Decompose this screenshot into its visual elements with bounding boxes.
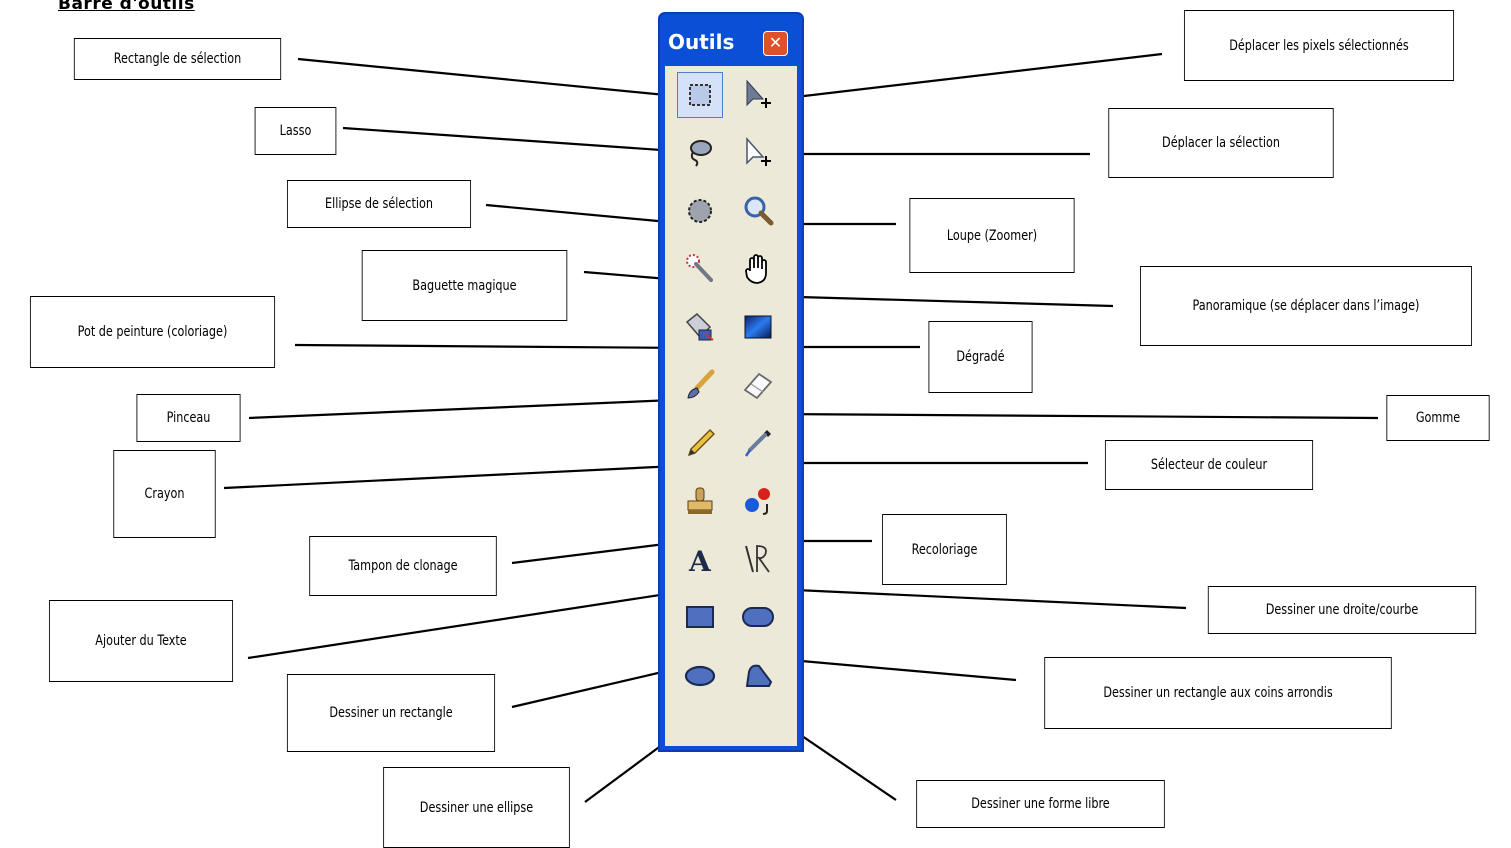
label-draw-ellipse: Dessiner une ellipse [383,767,570,848]
tool-ellipse-shape[interactable] [677,652,723,698]
toolbox-title: Outils [668,30,735,54]
move-selection-icon [746,137,771,166]
tool-text[interactable]: A [677,536,723,582]
label-paint-bucket: Pot de peinture (coloriage) [29,296,276,368]
line-curve-icon [745,545,770,573]
tool-rectangle-select[interactable] [677,72,723,118]
label-lasso: Lasso [254,107,337,155]
label-zoom: Loupe (Zoomer) [909,198,1075,273]
label-rect-select: Rectangle de sélection [73,38,282,80]
label-line-curve: Dessiner une droite/courbe [1207,586,1477,634]
arrow-brush [248,389,699,420]
tool-line-curve[interactable] [735,536,781,582]
label-move-pixels: Déplacer les pixels sélectionnés [1183,10,1455,81]
tool-move-pixels[interactable] [735,72,781,118]
label-gradient: Dégradé [928,321,1033,393]
tool-lasso[interactable] [677,130,723,176]
tool-eraser[interactable] [735,362,781,408]
label-move-selection: Déplacer la sélection [1108,108,1334,178]
arrow-lasso [342,126,692,161]
zoom-icon [744,196,774,226]
close-button[interactable]: ✕ [763,31,788,56]
gradient-icon [744,315,772,339]
label-recolor: Recoloriage [882,514,1007,585]
label-freeform: Dessiner une forme libre [916,780,1165,828]
label-eraser: Gomme [1386,395,1490,441]
tool-rounded-rectangle[interactable] [735,594,781,640]
move-pixels-icon [746,79,771,108]
tool-magic-wand[interactable] [677,246,723,292]
color-picker-icon [744,430,771,457]
lasso-icon [690,140,712,167]
arrow-move-pixels [768,52,1163,108]
rectangle-shape-icon [686,606,714,628]
tool-move-selection[interactable] [735,130,781,176]
arrow-pan [762,286,1114,308]
ellipse-select-icon [688,199,712,223]
label-draw-rect: Dessiner un rectangle [286,674,496,752]
tool-zoom[interactable] [735,188,781,234]
label-brush: Pinceau [136,394,241,442]
arrow-eraser [772,404,1379,425]
paintbrush-icon [687,369,715,399]
arrow-rect-select [297,57,688,106]
clone-stamp-icon [687,487,713,514]
arrow-paint-bucket [294,337,696,358]
tool-gradient[interactable] [735,304,781,350]
arrow-text [247,583,688,660]
toolbox-body: A [665,66,797,746]
label-clone-stamp: Tampon de clonage [309,536,497,596]
toolbox-window: Outils ✕ [658,12,804,752]
label-rounded-rect: Dessiner un rectangle aux coins arrondis [1044,657,1392,729]
tool-rectangle-shape[interactable] [677,594,723,640]
rectangle-select-icon [689,84,711,106]
tool-paintbrush[interactable] [677,362,723,408]
paint-bucket-icon [685,312,714,341]
label-pan: Panoramique (se déplacer dans l’image) [1140,266,1472,346]
pan-hand-icon [745,254,767,284]
tool-pan[interactable] [735,246,781,292]
label-color-picker: Sélecteur de couleur [1104,440,1314,490]
tool-pencil[interactable] [677,420,723,466]
text-icon: A [688,545,712,576]
arrow-line-curve [772,579,1187,610]
rounded-rectangle-icon [742,607,774,627]
pencil-icon [687,429,715,457]
label-pencil: Crayon [113,450,216,538]
freeform-shape-icon [745,664,773,687]
svg-text:A: A [688,545,712,576]
ellipse-shape-icon [684,665,716,687]
label-text: Ajouter du Texte [48,600,234,682]
label-magic-wand: Baguette magique [361,250,568,321]
recolor-icon [745,488,770,515]
tool-recolor[interactable] [735,478,781,524]
tool-color-picker[interactable] [735,420,781,466]
eraser-icon [743,372,773,400]
tool-paint-bucket[interactable] [677,304,723,350]
magic-wand-icon [686,254,713,282]
tool-freeform-shape[interactable] [735,652,781,698]
tool-clone-stamp[interactable] [677,478,723,524]
arrow-rounded-rect [777,650,1017,682]
page-title: Barre d'outils [58,0,195,14]
label-ellipse-select: Ellipse de sélection [286,180,472,228]
tool-ellipse-select[interactable] [677,188,723,234]
arrow-pencil [223,455,699,490]
